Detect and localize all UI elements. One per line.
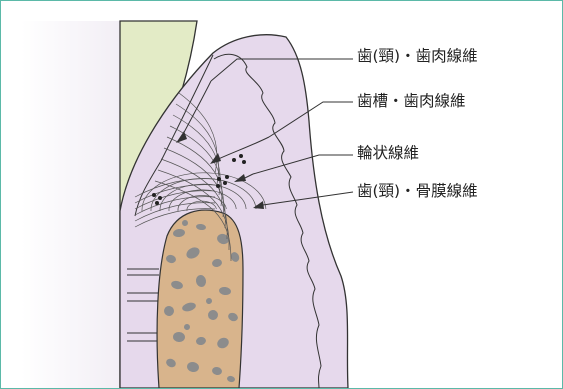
label-alveologingival-fibers: 歯槽・歯肉線維 (357, 94, 466, 110)
label-dentoperiosteal-fibers: 歯(頸)・骨膜線維 (357, 184, 478, 200)
label-dentogingival-fibers: 歯(頸)・歯肉線維 (357, 49, 478, 65)
label-circular-fibers: 輪状線維 (357, 146, 419, 162)
background-tissue (21, 21, 121, 388)
